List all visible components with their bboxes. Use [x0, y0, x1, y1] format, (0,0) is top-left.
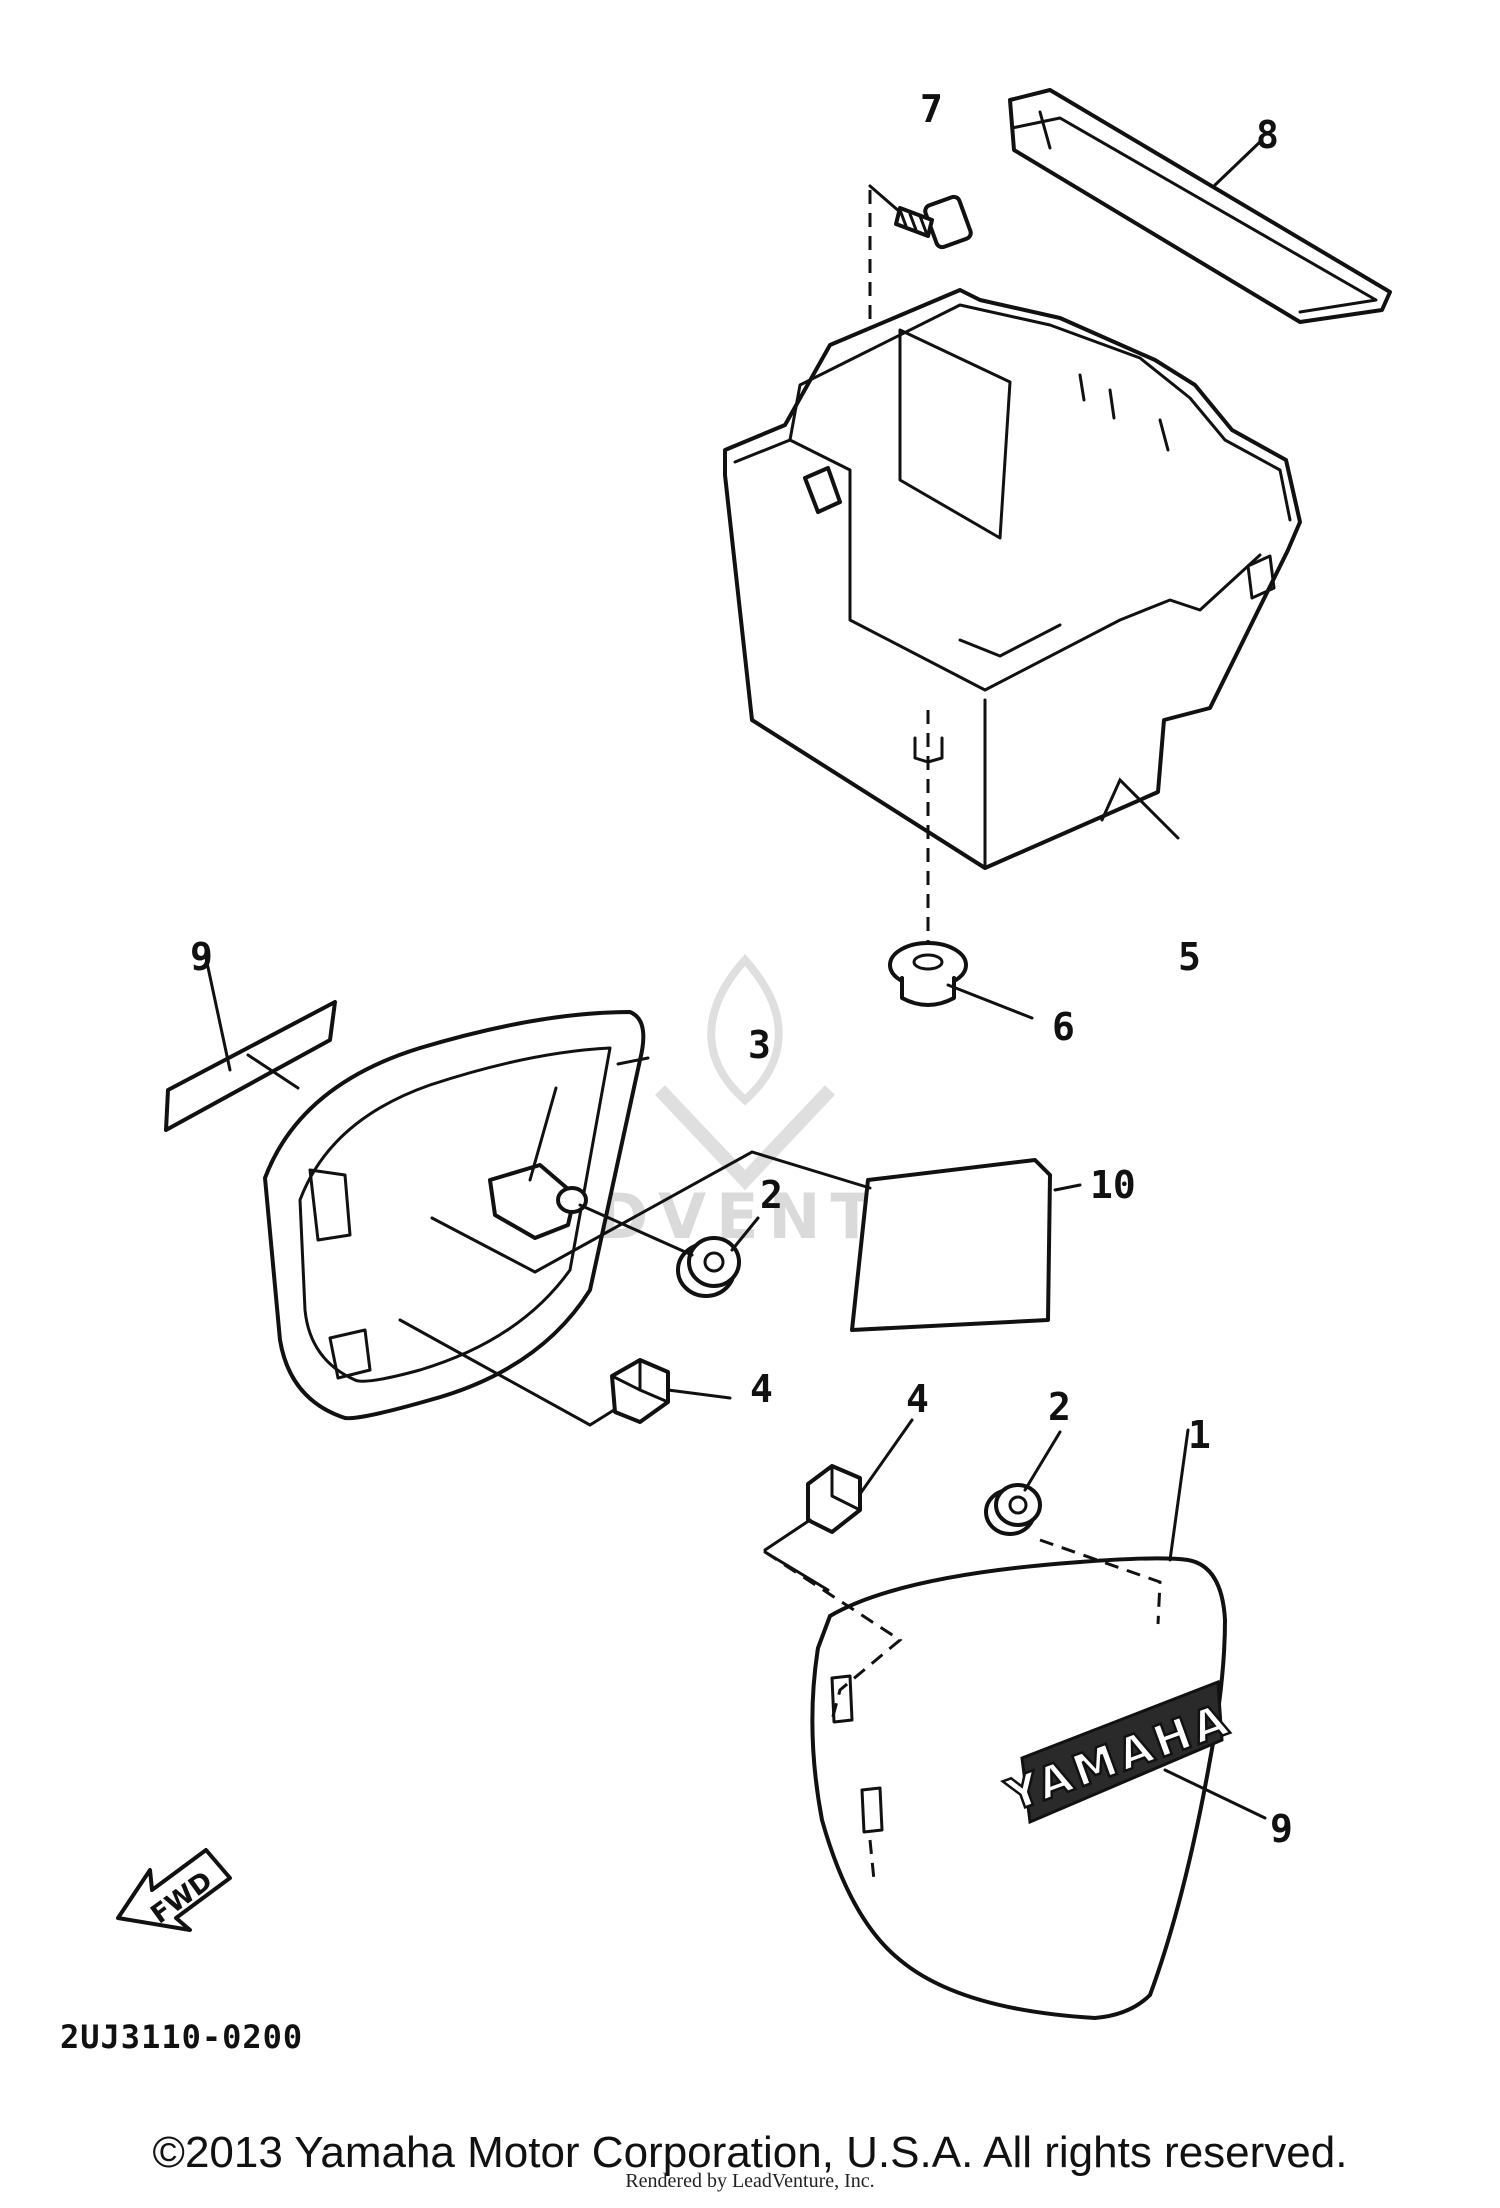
callout-6: 6	[1052, 1005, 1075, 1049]
callout-leaders	[616, 138, 1267, 1820]
callout-7: 7	[920, 87, 943, 131]
callout-5: 5	[1178, 935, 1201, 979]
part-8-battery-band	[1008, 88, 1392, 324]
part-4-clip-lower	[806, 1464, 862, 1534]
part-2-grommet-upper	[676, 1236, 741, 1298]
callout-9-left: 9	[190, 935, 213, 979]
part-6-grommet	[888, 941, 968, 1007]
callout-9-right: 9	[1270, 1807, 1293, 1851]
callout-4-lower: 4	[906, 1377, 929, 1421]
callout-8: 8	[1256, 113, 1279, 157]
callout-1: 1	[1188, 1413, 1211, 1457]
callout-10: 10	[1090, 1163, 1136, 1207]
part-9-decal-left	[164, 956, 337, 1132]
callout-4-upper: 4	[750, 1367, 773, 1411]
callout-3: 3	[748, 1023, 771, 1067]
copyright-notice: ©2013 Yamaha Motor Corporation, U.S.A. A…	[152, 2128, 1348, 2177]
part-2-grommet-lower	[984, 1483, 1042, 1536]
assembly-lines-left-group	[398, 1150, 872, 1427]
callout-2-lower: 2	[1048, 1385, 1071, 1429]
forward-direction-arrow: FWD	[116, 1848, 232, 1932]
callout-numbers: 1 2 2 3 4 4 5 6 7 8 9 9 10	[190, 87, 1293, 1851]
part-1-side-cover: YAMAHA	[763, 1518, 1239, 2020]
callout-2-upper: 2	[760, 1173, 783, 1217]
rendered-by-credit: Rendered by LeadVenture, Inc.	[625, 2170, 875, 2192]
part-10-caution-label	[850, 1158, 1052, 1332]
diagram-reference-code: 2UJ3110-0200	[60, 2018, 304, 2056]
part-3-side-cover-inner	[263, 1010, 646, 1421]
part-4-clip-upper	[610, 1358, 670, 1424]
part-5-battery-box	[723, 288, 1302, 945]
